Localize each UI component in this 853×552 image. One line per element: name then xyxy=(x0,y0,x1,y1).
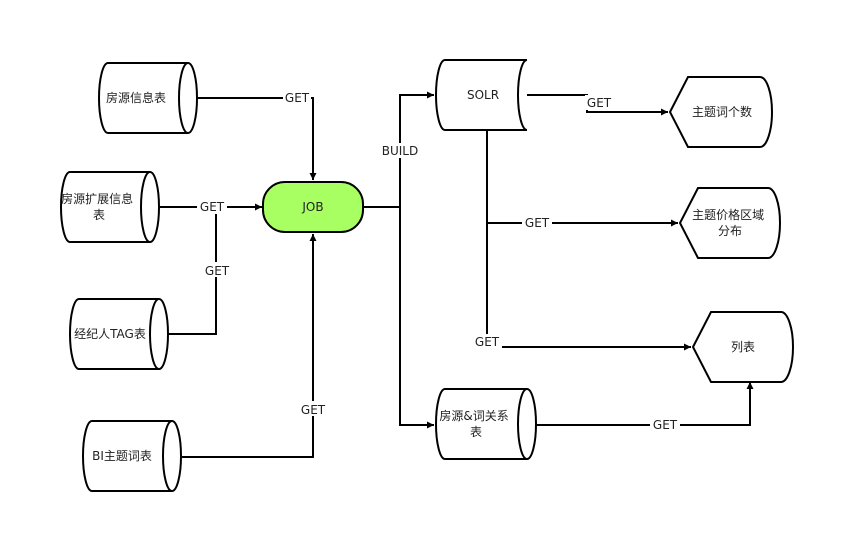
display-topic-price-label: 主题价格区域 分布 xyxy=(692,207,768,238)
store-house-word-rel: 房源&词关系 表 xyxy=(435,388,537,460)
edge-agent-tag-to-job xyxy=(169,207,217,335)
edge-label-get-topic-price: GET xyxy=(525,216,550,230)
edge-label-build: BUILD xyxy=(382,144,418,158)
display-list-label: 列表 xyxy=(731,340,755,354)
store-agent-tag-label: 经纪人TAG表 xyxy=(74,327,146,341)
store-house-word-rel-label-line1: 房源&词关系 xyxy=(439,408,508,423)
display-topic-price-label-line1: 主题价格区域 xyxy=(692,207,764,222)
store-house-ext-label: 房源扩展信息 表 xyxy=(61,191,137,222)
store-house-ext-label-line1: 房源扩展信息 xyxy=(61,191,133,206)
edge-label-get-bi-topic: GET xyxy=(301,403,326,417)
edge-label-get-topic-count: GET xyxy=(587,96,612,110)
edge-label-get-agent-tag: GET xyxy=(205,264,230,278)
edge-label-get-house-word-rel: GET xyxy=(653,418,678,432)
edge-job-to-house-word-rel xyxy=(399,207,434,429)
job-node: JOB xyxy=(262,181,364,233)
edge-label-get-list: GET xyxy=(475,335,500,349)
store-bi-topic-label: BI主题词表 xyxy=(92,449,152,463)
store-house-info: 房源信息表 xyxy=(98,62,198,134)
edge-bi-topic-to-job xyxy=(182,234,317,458)
store-house-word-rel-label: 房源&词关系 表 xyxy=(439,408,512,439)
display-topic-price-label-line2: 分布 xyxy=(718,224,742,238)
store-house-word-rel-label-line2: 表 xyxy=(470,425,482,439)
store-house-ext-label-line2: 表 xyxy=(93,208,105,222)
edge-house-info-to-job xyxy=(197,97,317,180)
edge-label-get-house-ext: GET xyxy=(200,200,225,214)
display-topic-count: 主题词个数 xyxy=(668,76,773,148)
edge-job-to-solr xyxy=(399,91,434,207)
edge-labels: GET GET GET GET BUILD GET GET GET GET xyxy=(197,90,680,432)
edge-label-get-house-info: GET xyxy=(285,91,310,105)
display-topic-price: 主题价格区域 分布 xyxy=(678,187,781,259)
edges xyxy=(160,91,754,458)
store-house-ext: 房源扩展信息 表 xyxy=(60,171,160,243)
solr-label: SOLR xyxy=(467,88,499,102)
job-label: JOB xyxy=(301,200,323,214)
store-house-info-label: 房源信息表 xyxy=(106,90,166,105)
display-list: 列表 xyxy=(691,311,794,383)
store-bi-topic: BI主题词表 xyxy=(82,420,182,492)
store-agent-tag: 经纪人TAG表 xyxy=(69,298,169,370)
edge-house-word-rel-to-list xyxy=(536,382,754,426)
store-solr: SOLR xyxy=(435,59,528,131)
display-topic-count-label: 主题词个数 xyxy=(692,104,752,119)
